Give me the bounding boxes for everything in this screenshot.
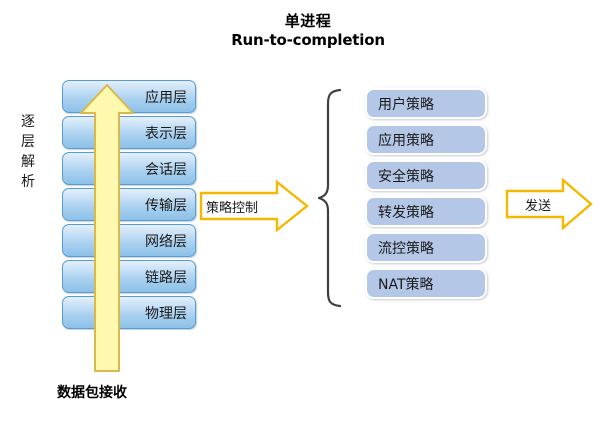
policy-label: 流控策略 xyxy=(378,240,434,257)
policy-box-flow-control[interactable]: 流控策略 xyxy=(365,232,487,263)
up-arrow-label-char-2: 层 xyxy=(21,134,35,150)
layer-label: 应用层 xyxy=(145,89,187,106)
up-arrow-label: 逐 层 解 析 xyxy=(0,112,56,192)
up-arrow-label-char-4: 析 xyxy=(21,174,35,190)
up-arrow-label-char-1: 逐 xyxy=(21,114,35,130)
policy-box-nat[interactable]: NAT策略 xyxy=(365,268,487,299)
layer-box-physical[interactable]: 物理层 xyxy=(62,296,196,329)
layer-box-network[interactable]: 网络层 xyxy=(62,224,196,257)
policy-box-security[interactable]: 安全策略 xyxy=(365,160,487,191)
policy-control-arrow-icon xyxy=(199,179,309,233)
policy-box-user[interactable]: 用户策略 xyxy=(365,88,487,119)
layer-label: 网络层 xyxy=(145,233,187,250)
policy-label: NAT策略 xyxy=(378,276,434,293)
policy-label: 应用策略 xyxy=(378,132,434,149)
layer-label: 传输层 xyxy=(145,197,187,214)
layer-box-transport[interactable]: 传输层 xyxy=(62,188,196,221)
layer-box-datalink[interactable]: 链路层 xyxy=(62,260,196,293)
layer-box-presentation[interactable]: 表示层 xyxy=(62,116,196,149)
send-arrow-icon xyxy=(505,177,593,231)
up-arrow-label-char-3: 解 xyxy=(21,154,35,170)
policy-label: 安全策略 xyxy=(378,168,434,185)
layer-label: 会话层 xyxy=(145,161,187,178)
curly-brace-icon xyxy=(315,88,344,308)
policy-label: 转发策略 xyxy=(378,204,434,221)
up-arrow-icon xyxy=(79,83,135,373)
packet-receive-label: 数据包接收 xyxy=(57,385,127,401)
policy-list: 用户策略 应用策略 安全策略 转发策略 流控策略 NAT策略 xyxy=(365,88,487,304)
layer-label: 物理层 xyxy=(145,305,187,322)
policy-label: 用户策略 xyxy=(378,96,434,113)
protocol-layer-stack: 应用层 表示层 会话层 传输层 网络层 链路层 物理层 xyxy=(62,80,196,332)
title-line-english: Run-to-completion xyxy=(231,31,385,50)
diagram-title: 单进程 Run-to-completion xyxy=(0,12,616,50)
policy-box-application[interactable]: 应用策略 xyxy=(365,124,487,155)
layer-label: 表示层 xyxy=(145,125,187,142)
policy-box-forwarding[interactable]: 转发策略 xyxy=(365,196,487,227)
layer-box-session[interactable]: 会话层 xyxy=(62,152,196,185)
layer-label: 链路层 xyxy=(145,269,187,286)
title-line-chinese: 单进程 xyxy=(284,12,332,30)
